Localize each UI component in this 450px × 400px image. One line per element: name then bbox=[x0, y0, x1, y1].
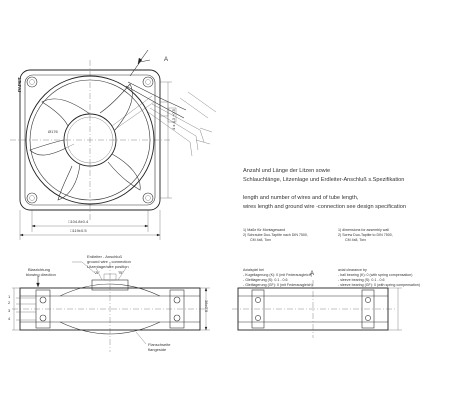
flow-direction-label-en: blowing direction bbox=[26, 272, 56, 277]
fan-side-view-a bbox=[232, 280, 402, 338]
note-en-line-2: wires length and ground wire -connection… bbox=[243, 204, 406, 210]
note-en-line-1: length and number of wires and of tube l… bbox=[243, 195, 359, 201]
bearing-en-3: - sleeve bearing (S): 0.1 - 0.6 bbox=[338, 278, 385, 282]
dim-38-label: 38±0.5 bbox=[204, 300, 209, 313]
bearing-en-2: - ball bearing (K): 0 (with spring compe… bbox=[338, 273, 413, 277]
dim-104-label: □104.8±0.4 bbox=[68, 219, 89, 224]
wire-position-label: Litzenlage/wire position bbox=[87, 264, 129, 269]
flange-side-label-de: Flanschseite bbox=[148, 342, 171, 347]
fan-front-view bbox=[10, 49, 217, 240]
bearing-de-1: Axialspiel bei bbox=[243, 268, 264, 272]
callout-1: 1 bbox=[8, 294, 11, 299]
callout-4: 4 bbox=[8, 316, 11, 321]
bearing-de-3: - Gleitlagerung (S): 0.1 - 0.6 bbox=[243, 278, 288, 282]
view-letter-label-2: A bbox=[310, 271, 315, 277]
wire-position-b: "B" bbox=[118, 270, 124, 275]
ground-connection-label-en: ground wire - connection bbox=[87, 259, 131, 264]
brand-logo: PAPST bbox=[17, 77, 22, 92]
bearing-de-4: - Gleitlagerung (GF): 0 (mit Federausgle… bbox=[243, 283, 313, 287]
bearing-en-4: - sleeve bearing (GF): 0 (with spring co… bbox=[338, 283, 420, 287]
callout-3: 3 bbox=[8, 308, 11, 313]
note-de-line-2: Schlauchlänge, Litzenlage und Erdleiter-… bbox=[243, 177, 405, 183]
footnote-en-1: 1) dimensions for assembly wall bbox=[338, 228, 389, 232]
footnote-de-1: 1) Maße für Montagewand bbox=[243, 228, 286, 232]
dim-119-label: □119±0.5 bbox=[70, 228, 87, 233]
wire-position-a: "A" bbox=[94, 270, 100, 275]
footnote-de-3: CM 4x8, Torx bbox=[250, 238, 272, 242]
ground-connection-label-de: Erdleiter - Anschluß bbox=[87, 254, 122, 259]
footnote-en-3: CM 4x8, Torx bbox=[345, 238, 367, 242]
note-de-line-1: Anzahl und Länge der Litzen sowie bbox=[243, 168, 331, 174]
fan-side-view bbox=[12, 261, 210, 352]
bearing-en-1: axial clearance by bbox=[338, 268, 367, 272]
bearing-de-2: - Kugellagerung (K): 0 (mit Federausglei… bbox=[243, 273, 312, 277]
callout-2: 2 bbox=[8, 300, 11, 305]
flow-direction-label-de: Blasrichtung bbox=[28, 267, 51, 272]
footnote-en-2: 2) Screw Duo-Taptite to DIN 7500, bbox=[338, 233, 393, 237]
footnote-de-2: 2) Schraube Duo-Taptite nach DIN 7500, bbox=[243, 233, 308, 237]
flange-side-label-en: flangeside bbox=[148, 347, 167, 352]
view-letter-label: A bbox=[164, 57, 169, 63]
diameter-176-label: Ø176 bbox=[48, 129, 58, 134]
dim-4x43-label: 4 x 4.3 +0.5 bbox=[171, 108, 176, 130]
